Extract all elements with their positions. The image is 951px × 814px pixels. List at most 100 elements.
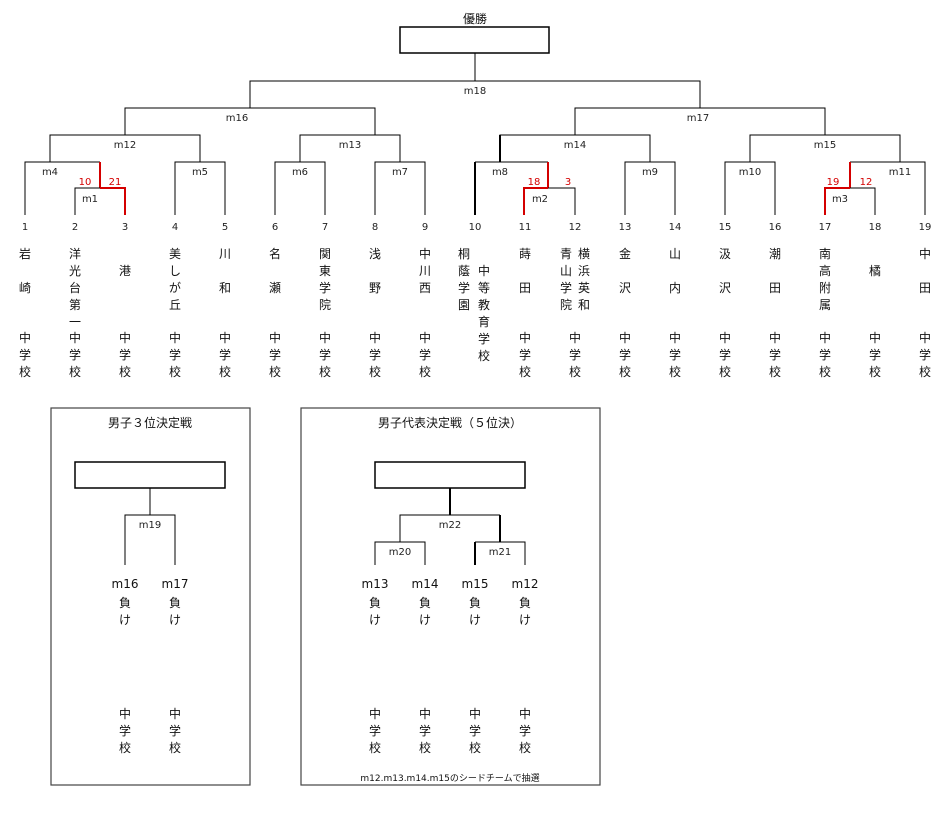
m4-label: m4 <box>42 167 58 178</box>
school-name: が <box>169 280 181 295</box>
third-place-entry-suffix: 中 <box>169 706 181 721</box>
seed-number: 11 <box>519 222 532 233</box>
third-place-panel <box>50 407 251 786</box>
seed-number: 2 <box>72 222 78 233</box>
school-suffix: 学 <box>819 347 831 362</box>
school-name: 和 <box>578 298 590 312</box>
third-place-entry-sub: け <box>169 613 181 627</box>
m1-left-line <box>74 187 100 215</box>
school-suffix: 校 <box>819 364 831 379</box>
m6-line <box>274 161 326 215</box>
third-place-entry-suffix: 校 <box>169 740 181 755</box>
school-suffix: 校 <box>519 364 531 379</box>
representative-entry-suffix: 中 <box>419 706 431 721</box>
m11-right-line <box>900 161 926 215</box>
lottery-note: m12.m13.m14.m15のシードチームで抽選 <box>360 772 539 784</box>
school-name: 野 <box>369 281 381 295</box>
m13-line <box>299 134 401 162</box>
school-suffix: 中 <box>869 330 881 345</box>
m1-right-red <box>100 187 126 215</box>
representative-entry-label: m12 <box>512 577 539 591</box>
school-name: 関 <box>319 247 331 261</box>
seed-number: 19 <box>919 222 932 233</box>
school-name: 附 <box>819 281 831 295</box>
school-name: 高 <box>819 263 831 278</box>
representative-entry-suffix: 校 <box>469 740 481 755</box>
school-suffix: 学 <box>269 347 281 362</box>
school-name: 光 <box>69 264 81 278</box>
representative-entry-sub: け <box>469 613 481 627</box>
school-suffix: 学 <box>519 347 531 362</box>
school-suffix: 中 <box>419 330 431 345</box>
seed-number: 7 <box>322 222 328 233</box>
m9-label: m9 <box>642 167 658 178</box>
school-suffix: 校 <box>719 364 731 379</box>
school-name: 一 <box>69 315 81 329</box>
representative-entry-suffix: 学 <box>519 723 531 738</box>
third-place-entry-label: m17 <box>162 577 189 591</box>
school-suffix: 学 <box>69 347 81 362</box>
school-suffix: 中 <box>619 330 631 345</box>
m12-label: m12 <box>114 140 136 151</box>
m18-line <box>249 53 701 108</box>
m15-label: m15 <box>814 140 836 151</box>
seed-number: 13 <box>619 222 632 233</box>
school-name: 蔭 <box>458 264 470 278</box>
representative-entry-suffix: 学 <box>469 723 481 738</box>
school-suffix: 中 <box>69 330 81 345</box>
m21-line <box>475 541 526 565</box>
champion-title: 優勝 <box>463 11 487 26</box>
m2-right-line <box>548 187 576 215</box>
representative-entry-sub: け <box>419 613 431 627</box>
school-name: 洋 <box>69 246 81 261</box>
school-suffix: 校 <box>669 364 681 379</box>
school-suffix: 学 <box>769 347 781 362</box>
representative-entry-suffix: 校 <box>519 740 531 755</box>
school-suffix: 中 <box>119 330 131 345</box>
m12-line <box>49 134 201 162</box>
score-m2-left: 18 <box>528 177 541 188</box>
m6-label: m6 <box>292 167 308 178</box>
seed-number: 15 <box>719 222 732 233</box>
school-suffix: 中 <box>269 330 281 345</box>
school-name: 学 <box>458 280 470 295</box>
school-suffix: 校 <box>269 364 281 379</box>
school-suffix: 校 <box>219 364 231 379</box>
school-name: 港 <box>119 264 131 278</box>
m22-line <box>399 514 500 542</box>
m10-label: m10 <box>739 167 761 178</box>
seed-number: 5 <box>222 222 228 233</box>
school-name: 東 <box>319 264 331 278</box>
school-suffix: 学 <box>319 347 331 362</box>
third-place-entry-suffix: 中 <box>119 706 131 721</box>
m5-label: m5 <box>192 167 208 178</box>
representative-entry-suffix: 学 <box>419 723 431 738</box>
m13-label: m13 <box>339 140 361 151</box>
representative-winner-box <box>374 461 526 489</box>
school-name: 川 <box>419 264 431 278</box>
school-name: 浜 <box>578 264 590 278</box>
representative-title: 男子代表決定戦（５位決） <box>378 415 522 430</box>
third-place-entry-sub: 負 <box>119 596 131 610</box>
school-name: 汲 <box>719 247 731 261</box>
school-suffix: 校 <box>69 364 81 379</box>
score-m2-right: 3 <box>565 177 571 188</box>
third-place-entry-suffix: 学 <box>169 723 181 738</box>
school-suffix: 学 <box>369 347 381 362</box>
m11-label: m11 <box>889 167 911 178</box>
school-name: 西 <box>419 281 431 295</box>
school-name: 内 <box>669 281 681 295</box>
school-suffix: 中 <box>919 330 931 345</box>
seed-number: 1 <box>22 222 28 233</box>
school-suffix: 校 <box>19 364 31 379</box>
school-name: 名 <box>269 246 281 261</box>
m16-label: m16 <box>226 113 248 124</box>
score-m1-left: 10 <box>79 177 92 188</box>
representative-entry-suffix: 学 <box>369 723 381 738</box>
school-suffix: 中 <box>369 330 381 345</box>
seed-number: 14 <box>669 222 682 233</box>
school-name: 田 <box>769 281 781 295</box>
school-suffix: 校 <box>319 364 331 379</box>
